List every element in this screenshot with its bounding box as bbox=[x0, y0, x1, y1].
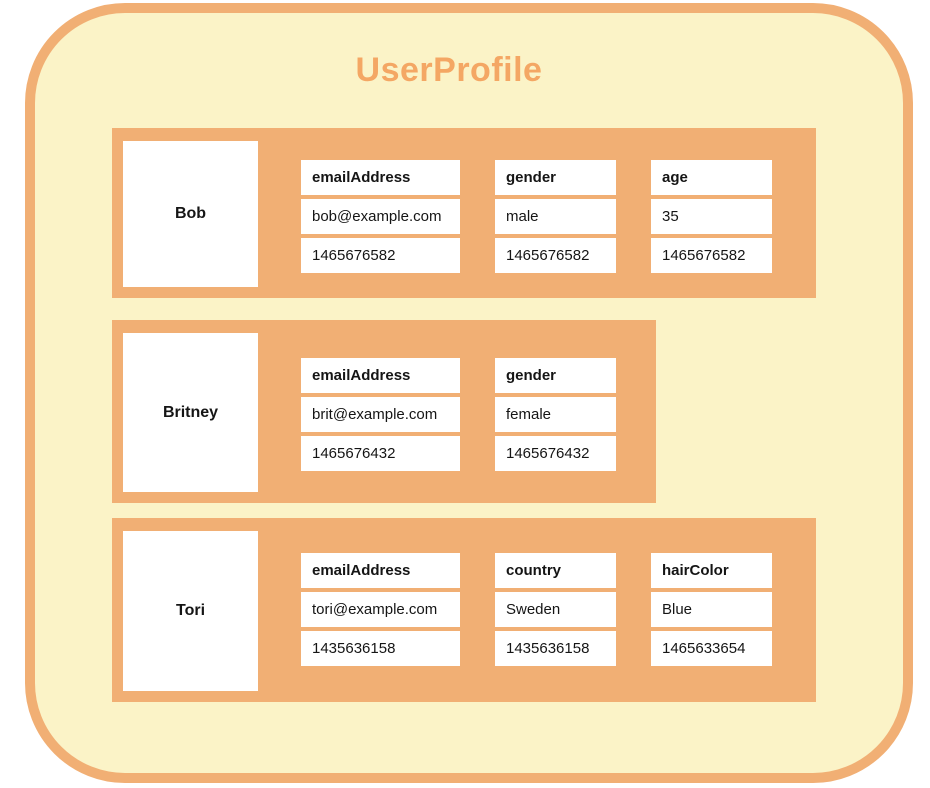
column-group: emailAddress tori@example.com 1435636158… bbox=[301, 553, 772, 666]
row-key-label: Bob bbox=[174, 205, 207, 222]
row-key-label: Tori bbox=[175, 602, 206, 619]
column-name-cell: gender bbox=[495, 160, 616, 195]
column-value-cell: brit@example.com bbox=[301, 397, 460, 432]
column-timestamp-cell: 1435636158 bbox=[301, 631, 460, 666]
column-emailaddress: emailAddress brit@example.com 1465676432 bbox=[301, 358, 460, 471]
row-britney: Britney emailAddress brit@example.com 14… bbox=[112, 320, 656, 503]
column-timestamp-cell: 1465633654 bbox=[651, 631, 772, 666]
row-key-box: Bob bbox=[123, 141, 258, 287]
column-name-cell: hairColor bbox=[651, 553, 772, 588]
column-timestamp-cell: 1465676432 bbox=[301, 436, 460, 471]
userprofile-container: UserProfile Bob emailAddress bob@example… bbox=[25, 3, 913, 783]
row-key-label: Britney bbox=[162, 403, 219, 421]
column-value-cell: male bbox=[495, 199, 616, 234]
column-age: age 35 1465676582 bbox=[651, 160, 772, 273]
column-name-cell: country bbox=[495, 553, 616, 588]
column-timestamp-cell: 1465676582 bbox=[651, 238, 772, 273]
column-value-cell: tori@example.com bbox=[301, 592, 460, 627]
column-name-cell: emailAddress bbox=[301, 358, 460, 393]
column-name-cell: emailAddress bbox=[301, 553, 460, 588]
column-group: emailAddress brit@example.com 1465676432… bbox=[301, 358, 616, 471]
column-gender: gender female 1465676432 bbox=[495, 358, 616, 471]
column-value-cell: Sweden bbox=[495, 592, 616, 627]
column-name-cell: age bbox=[651, 160, 772, 195]
column-value-cell: female bbox=[495, 397, 616, 432]
column-emailaddress: emailAddress tori@example.com 1435636158 bbox=[301, 553, 460, 666]
column-value-cell: bob@example.com bbox=[301, 199, 460, 234]
column-gender: gender male 1465676582 bbox=[495, 160, 616, 273]
column-group: emailAddress bob@example.com 1465676582 … bbox=[301, 160, 772, 273]
column-country: country Sweden 1435636158 bbox=[495, 553, 616, 666]
row-bob: Bob emailAddress bob@example.com 1465676… bbox=[112, 128, 816, 298]
column-timestamp-cell: 1435636158 bbox=[495, 631, 616, 666]
row-key-box: Tori bbox=[123, 531, 258, 691]
column-emailaddress: emailAddress bob@example.com 1465676582 bbox=[301, 160, 460, 273]
column-timestamp-cell: 1465676582 bbox=[495, 238, 616, 273]
column-timestamp-cell: 1465676582 bbox=[301, 238, 460, 273]
column-value-cell: Blue bbox=[651, 592, 772, 627]
column-haircolor: hairColor Blue 1465633654 bbox=[651, 553, 772, 666]
column-name-cell: gender bbox=[495, 358, 616, 393]
column-value-cell: 35 bbox=[651, 199, 772, 234]
diagram-title: UserProfile bbox=[355, 51, 543, 89]
column-timestamp-cell: 1465676432 bbox=[495, 436, 616, 471]
row-key-box: Britney bbox=[123, 333, 258, 492]
column-name-cell: emailAddress bbox=[301, 160, 460, 195]
row-tori: Tori emailAddress tori@example.com 14356… bbox=[112, 518, 816, 702]
